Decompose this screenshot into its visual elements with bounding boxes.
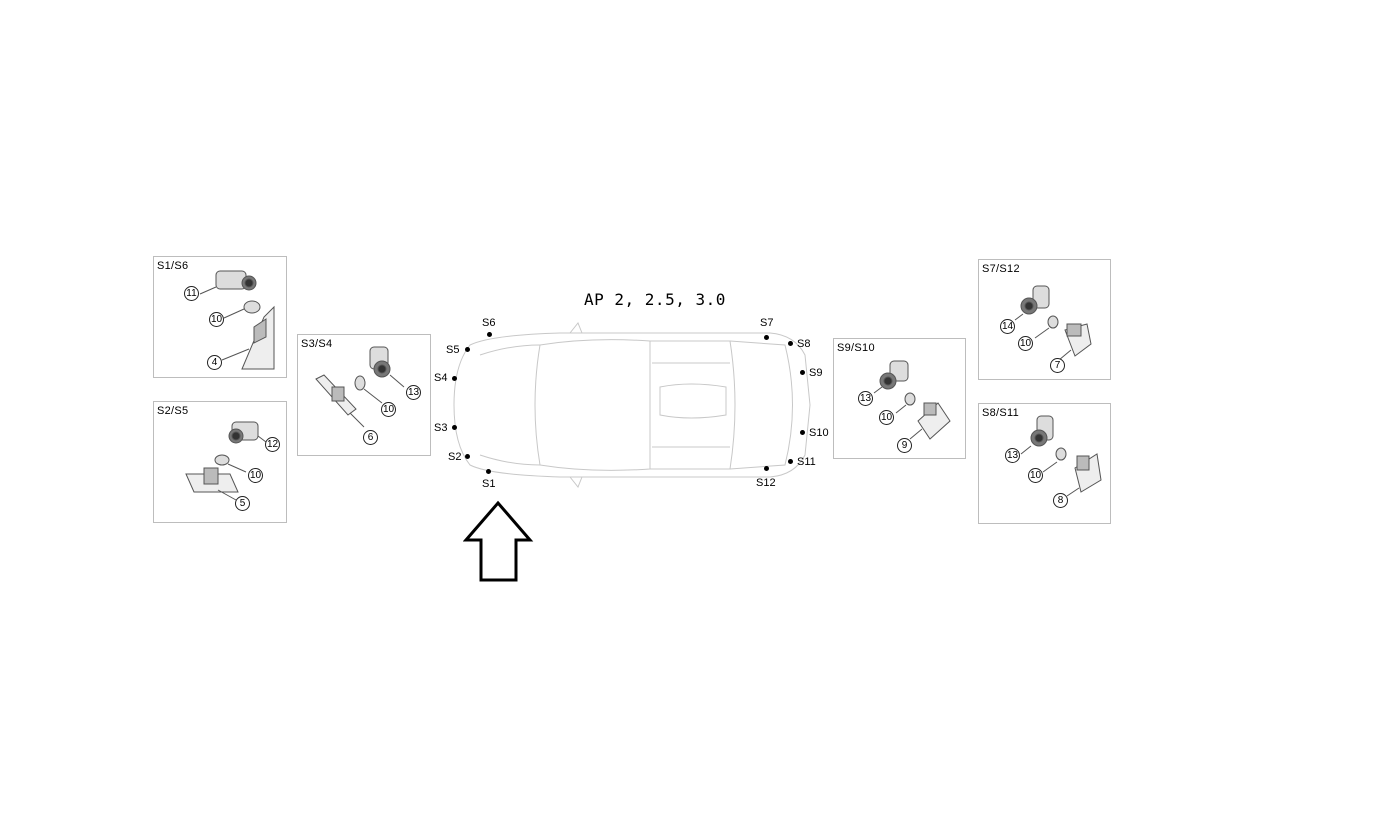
sensor-parts-illustration: [315, 346, 405, 428]
up-arrow-icon: [463, 500, 534, 582]
callout: 8: [1053, 493, 1068, 508]
car-top-view: [440, 315, 840, 495]
diagram-title: AP 2, 2.5, 3.0: [584, 290, 726, 309]
sensor-dot: [764, 466, 769, 471]
callout: 10: [879, 410, 894, 425]
callout: 10: [1028, 468, 1043, 483]
callout: 12: [265, 437, 280, 452]
callout: 4: [207, 355, 222, 370]
sensor-parts-illustration: [1020, 415, 1102, 497]
sensor-dot: [465, 347, 470, 352]
sensor-dot: [465, 454, 470, 459]
sensor-label-s4: S4: [434, 372, 448, 384]
callout: 14: [1000, 319, 1015, 334]
sensor-label-s10: S10: [809, 427, 829, 439]
sensor-label-s7: S7: [760, 317, 774, 329]
sensor-dot: [452, 376, 457, 381]
sensor-dot: [788, 341, 793, 346]
callout: 10: [248, 468, 263, 483]
sensor-parts-illustration: [1014, 285, 1092, 361]
panel-s3-s4: S3/S4 13 10 6: [297, 334, 431, 456]
callout: 10: [209, 312, 224, 327]
sensor-label-s1: S1: [482, 478, 496, 490]
sensor-dot: [764, 335, 769, 340]
sensor-label-s5: S5: [446, 344, 460, 356]
callout: 9: [897, 438, 912, 453]
callout: 13: [858, 391, 873, 406]
panel-title: S9/S10: [837, 342, 875, 354]
callout: 10: [1018, 336, 1033, 351]
sensor-label-s2: S2: [448, 451, 462, 463]
callout: 5: [235, 496, 250, 511]
sensor-parts-illustration: [185, 421, 267, 501]
sensor-dot: [486, 469, 491, 474]
callout: 13: [1005, 448, 1020, 463]
sensor-label-s11: S11: [797, 456, 816, 468]
panel-s7-s12: S7/S12 14 10 7: [978, 259, 1111, 380]
sensor-label-s12: S12: [756, 477, 776, 489]
sensor-parts-illustration: [199, 270, 275, 370]
sensor-dot: [800, 370, 805, 375]
callout: 11: [184, 286, 199, 301]
panel-title: S3/S4: [301, 338, 333, 350]
sensor-label-s3: S3: [434, 422, 448, 434]
callout: 7: [1050, 358, 1065, 373]
callout: 13: [406, 385, 421, 400]
panel-title: S2/S5: [157, 405, 189, 417]
panel-title: S8/S11: [982, 407, 1020, 419]
panel-s8-s11: S8/S11 13 10 8: [978, 403, 1111, 524]
sensor-dot: [800, 430, 805, 435]
car-outline-illustration: [453, 322, 811, 488]
panel-s9-s10: S9/S10 13 10 9: [833, 338, 966, 459]
callout: 6: [363, 430, 378, 445]
sensor-dot: [788, 459, 793, 464]
sensor-label-s9: S9: [809, 367, 823, 379]
sensor-label-s8: S8: [797, 338, 811, 350]
panel-title: S7/S12: [982, 263, 1020, 275]
sensor-label-s6: S6: [482, 317, 496, 329]
sensor-parts-illustration: [873, 360, 951, 440]
panel-s1-s6: S1/S6 11 10 4: [153, 256, 287, 378]
callout: 10: [381, 402, 396, 417]
panel-title: S1/S6: [157, 260, 189, 272]
panel-s2-s5: S2/S5 12 10 5: [153, 401, 287, 523]
sensor-dot: [487, 332, 492, 337]
sensor-dot: [452, 425, 457, 430]
